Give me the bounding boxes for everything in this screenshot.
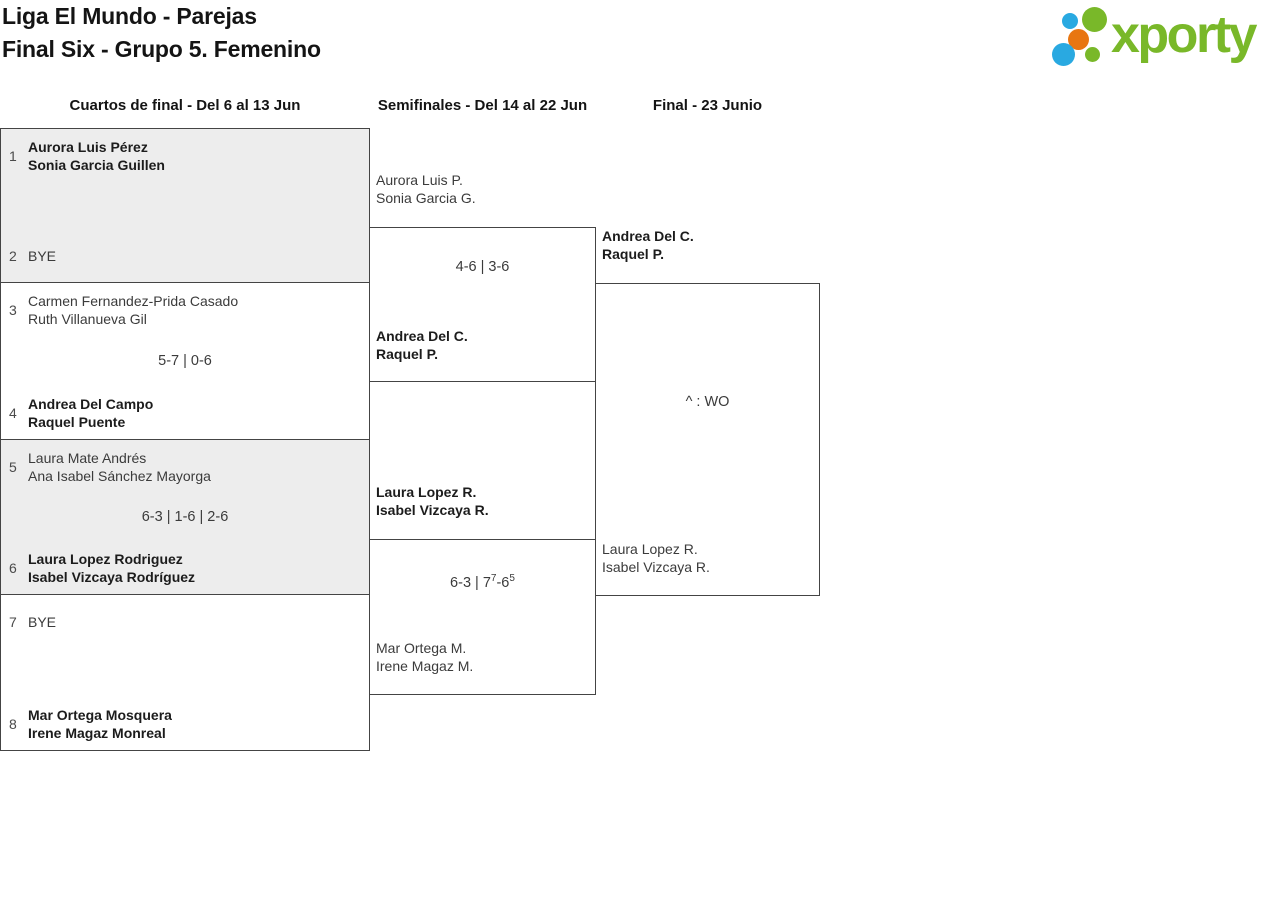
player-name: Laura Lopez Rodriguez: [28, 550, 183, 567]
seed-number: 6: [9, 559, 17, 576]
player-name: Raquel Puente: [28, 413, 126, 430]
semifinal-match-2: [369, 539, 596, 695]
seed-number: 4: [9, 404, 17, 421]
seed-number: 5: [9, 458, 17, 475]
round-header-semifinals: Semifinales - Del 14 al 22 Jun: [377, 97, 588, 114]
logo-wordmark: xporty: [1111, 6, 1257, 64]
quarterfinal-match-3: 5 Laura Mate Andrés Ana Isabel Sánchez M…: [0, 440, 370, 595]
player-name: Irene Magaz M.: [376, 658, 474, 674]
player-name: Laura Lopez R.: [602, 541, 698, 557]
quarterfinal-match-4: 7 BYE 8 Mar Ortega Mosquera Irene Magaz …: [0, 595, 370, 751]
player-name: Ana Isabel Sánchez Mayorga: [28, 467, 211, 484]
semifinal1-team1: Aurora Luis P. Sonia Garcia G.: [376, 171, 476, 207]
team-names: BYE: [28, 613, 56, 631]
team-names: Laura Lopez Rodriguez Isabel Vizcaya Rod…: [28, 550, 195, 586]
score-text: -6: [496, 574, 510, 591]
seed-number: 1: [9, 147, 17, 164]
player-name: Andrea Del Campo: [28, 395, 154, 412]
semifinal1-team2: Andrea Del C. Raquel P.: [376, 327, 468, 363]
seed-number: 8: [9, 715, 17, 732]
player-name: Andrea Del C.: [376, 328, 468, 344]
player-name: Sonia Garcia G.: [376, 190, 476, 206]
final-team1: Andrea Del C. Raquel P.: [602, 227, 694, 263]
logo-dot-blue-small-icon: [1062, 13, 1078, 29]
quarterfinal-match-1: 1 Aurora Luis Pérez Sonia Garcia Guillen…: [0, 128, 370, 283]
semifinal1-score: 4-6 | 3-6: [455, 259, 510, 275]
player-name: Laura Lopez R.: [376, 484, 477, 500]
team-names: Mar Ortega Mosquera Irene Magaz Monreal: [28, 706, 172, 742]
team-names: Carmen Fernandez-Prida Casado Ruth Villa…: [28, 292, 238, 328]
seed-number: 2: [9, 247, 17, 264]
player-name: Irene Magaz Monreal: [28, 724, 166, 741]
team-row: 7 BYE: [1, 595, 369, 648]
quarterfinal-match-2: 3 Carmen Fernandez-Prida Casado Ruth Vil…: [0, 283, 370, 440]
team-row: 2 BYE: [1, 229, 369, 282]
player-name: Mar Ortega Mosquera: [28, 706, 172, 723]
seed-number: 3: [9, 301, 17, 318]
xporty-logo[interactable]: xporty: [1048, 5, 1280, 67]
player-name: Mar Ortega M.: [376, 640, 467, 656]
score-superscript: 5: [509, 573, 515, 584]
player-name: Isabel Vizcaya R.: [602, 559, 710, 575]
player-name: Ruth Villanueva Gil: [28, 310, 147, 327]
round-header-quarterfinals: Cuartos de final - Del 6 al 13 Jun: [69, 97, 301, 114]
team-row: 6 Laura Lopez Rodriguez Isabel Vizcaya R…: [1, 541, 369, 594]
final-score: ^ : WO: [685, 394, 730, 410]
semifinal2-team1: Laura Lopez R. Isabel Vizcaya R.: [376, 483, 489, 519]
player-name: Andrea Del C.: [602, 228, 694, 244]
player-name: Laura Mate Andrés: [28, 449, 147, 466]
team-row: 3 Carmen Fernandez-Prida Casado Ruth Vil…: [1, 283, 369, 336]
player-name: BYE: [28, 613, 57, 630]
team-names: Aurora Luis Pérez Sonia Garcia Guillen: [28, 138, 165, 174]
logo-dot-green-big-icon: [1082, 7, 1107, 32]
team-names: Laura Mate Andrés Ana Isabel Sánchez May…: [28, 449, 211, 485]
team-row: 1 Aurora Luis Pérez Sonia Garcia Guillen: [1, 129, 369, 182]
player-name: Isabel Vizcaya R.: [376, 502, 489, 518]
team-row: 4 Andrea Del Campo Raquel Puente: [1, 386, 369, 439]
page-title-line2: Final Six - Grupo 5. Femenino: [2, 36, 321, 62]
team-names: Andrea Del Campo Raquel Puente: [28, 395, 153, 431]
player-name: Raquel P.: [376, 346, 438, 362]
team-row: 8 Mar Ortega Mosquera Irene Magaz Monrea…: [1, 697, 369, 750]
logo-dot-green-small-icon: [1085, 47, 1100, 62]
seed-number: 7: [9, 613, 17, 630]
player-name: Aurora Luis Pérez: [28, 138, 148, 155]
team-names: BYE: [28, 247, 56, 265]
player-name: Raquel P.: [602, 246, 664, 262]
player-name: Aurora Luis P.: [376, 172, 463, 188]
team-row: 5 Laura Mate Andrés Ana Isabel Sánchez M…: [1, 440, 369, 493]
player-name: Isabel Vizcaya Rodríguez: [28, 568, 196, 585]
semifinal2-team2: Mar Ortega M. Irene Magaz M.: [376, 639, 473, 675]
final-team2: Laura Lopez R. Isabel Vizcaya R.: [602, 540, 710, 576]
logo-dot-orange-icon: [1068, 29, 1089, 50]
semifinal2-score: 6-3 | 77-65: [369, 570, 596, 592]
player-name: BYE: [28, 247, 57, 264]
score-text: 6-3 | 7: [450, 574, 491, 591]
score-superscript: 7: [490, 573, 497, 584]
player-name: Sonia Garcia Guillen: [28, 156, 165, 173]
player-name: Carmen Fernandez-Prida Casado: [28, 292, 239, 309]
match-score: 6-3 | 1-6 | 2-6: [141, 509, 229, 525]
page-title: Liga El Mundo - Parejas Final Six - Grup…: [2, 0, 321, 66]
final-match: [595, 283, 820, 596]
round-header-final: Final - 23 Junio: [652, 97, 763, 114]
page-title-line1: Liga El Mundo - Parejas: [2, 3, 257, 29]
match-score: 5-7 | 0-6: [158, 353, 212, 369]
logo-dot-blue-big-icon: [1052, 43, 1075, 66]
